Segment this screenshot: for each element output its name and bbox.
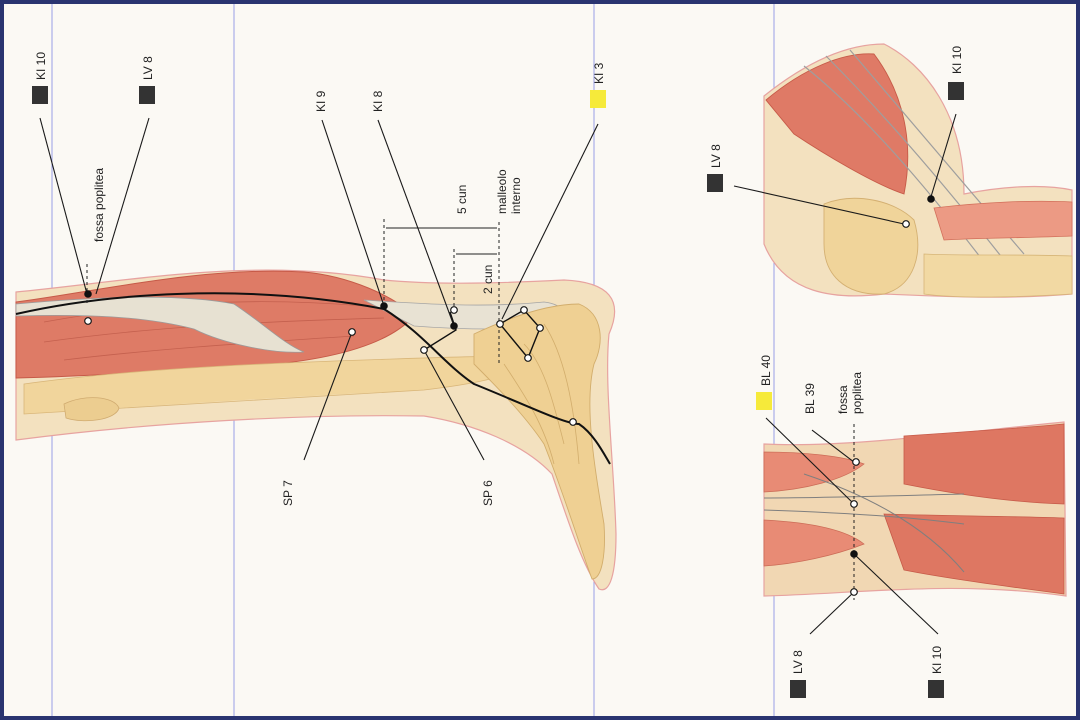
- bl40-leader: [765, 417, 855, 505]
- ki9-leader: [321, 119, 385, 307]
- knee-bone: [63, 397, 120, 422]
- ki10-leader-post: [853, 553, 939, 635]
- fossa-poplitea-label: fossa poplitea: [92, 168, 106, 242]
- sp7-leader: [303, 331, 353, 461]
- ki3-marker: [590, 90, 606, 108]
- tendon: [15, 296, 305, 353]
- ki10-point-post: [850, 550, 858, 558]
- bl40-marker: [756, 392, 772, 410]
- ki10-leader-knee: [929, 113, 957, 201]
- ki8-leader: [377, 119, 455, 327]
- lv8-marker-knee: [707, 174, 723, 192]
- ki3-leader: [501, 123, 599, 320]
- ki4-point: [520, 306, 528, 314]
- bl39-point: [852, 458, 860, 466]
- ki10-leader: [39, 117, 88, 295]
- ki8-point: [450, 322, 458, 330]
- hamstring-lower: [763, 519, 865, 567]
- lv8-marker-post: [790, 680, 806, 698]
- sp6-leader: [423, 349, 485, 461]
- ki9-point: [380, 302, 388, 310]
- lv8-marker: [139, 86, 155, 104]
- lv8-label: LV 8: [141, 56, 155, 80]
- knee-posterior-view: BL 40 BL 39 fossa poplitea LV 8 KI 10: [756, 355, 1067, 698]
- bl39-leader: [811, 429, 855, 463]
- ki10-label-post: KI 10: [930, 646, 944, 674]
- fossa-label: fossa: [836, 385, 850, 414]
- kidney-branch: [423, 311, 457, 351]
- shank-muscle: [933, 200, 1073, 241]
- lv8-label-knee: LV 8: [709, 144, 723, 168]
- thigh-muscle: [765, 53, 909, 195]
- bl39-label: BL 39: [803, 383, 817, 414]
- knee-flexed-view: KI 10 LV 8: [707, 43, 1073, 298]
- popliteal-tendons: [763, 473, 965, 573]
- lv8-point: [84, 317, 92, 325]
- sp7-point: [348, 328, 356, 336]
- ki10-marker: [32, 86, 48, 104]
- two-cun-label: 2 cun: [481, 265, 495, 294]
- sp6-label: SP 6: [481, 480, 495, 506]
- ki10-label-knee: KI 10: [950, 46, 964, 74]
- interno-label: interno: [509, 177, 523, 214]
- lv8-leader-knee: [733, 185, 905, 225]
- poplitea-label: poplitea: [850, 372, 864, 414]
- ki7-point: [450, 306, 458, 314]
- lv8-leader-post: [809, 591, 855, 635]
- ki9-label: KI 9: [314, 90, 328, 112]
- leg-medial-view: KI 10 LV 8 KI 9 KI 8 KI 3 fossa poplitea…: [15, 52, 617, 591]
- malleolo-label: malleolo: [495, 169, 509, 214]
- ki10-marker-post: [928, 680, 944, 698]
- foot-bone-lines: [503, 323, 580, 465]
- ki10-marker-knee: [948, 82, 964, 100]
- bl40-point: [850, 500, 858, 508]
- five-cun-label: 5 cun: [455, 185, 469, 214]
- tibia-head: [923, 253, 1073, 298]
- bl40-label: BL 40: [759, 355, 773, 386]
- gastrocnemius-upper: [903, 423, 1065, 505]
- lv8-point-post: [850, 588, 858, 596]
- lv8-leader: [95, 117, 150, 295]
- ki3-label: KI 3: [592, 62, 606, 84]
- ki6-point: [524, 354, 532, 362]
- lv8-label-post: LV 8: [791, 650, 805, 674]
- ki10-label: KI 10: [34, 52, 48, 80]
- illustration-page: KI 10 LV 8 KI 9 KI 8 KI 3 fossa poplitea…: [4, 4, 1076, 716]
- foot-bones: [473, 303, 605, 580]
- sp7-label: SP 7: [281, 480, 295, 506]
- ki3-point: [496, 320, 504, 328]
- gastrocnemius-lower: [883, 513, 1065, 595]
- acupoint-diagram: KI 10 LV 8 KI 9 KI 8 KI 3 fossa poplitea…: [15, 4, 1073, 716]
- ki10-point-knee: [927, 195, 935, 203]
- ki8-label: KI 8: [371, 90, 385, 112]
- femur-condyle: [823, 198, 919, 295]
- kidney-meridian: [15, 292, 611, 465]
- lv8-point-knee: [902, 220, 910, 228]
- sp6-point: [420, 346, 428, 354]
- ki2-point: [569, 418, 577, 426]
- ki10-point: [84, 290, 92, 298]
- ki5-point: [536, 324, 544, 332]
